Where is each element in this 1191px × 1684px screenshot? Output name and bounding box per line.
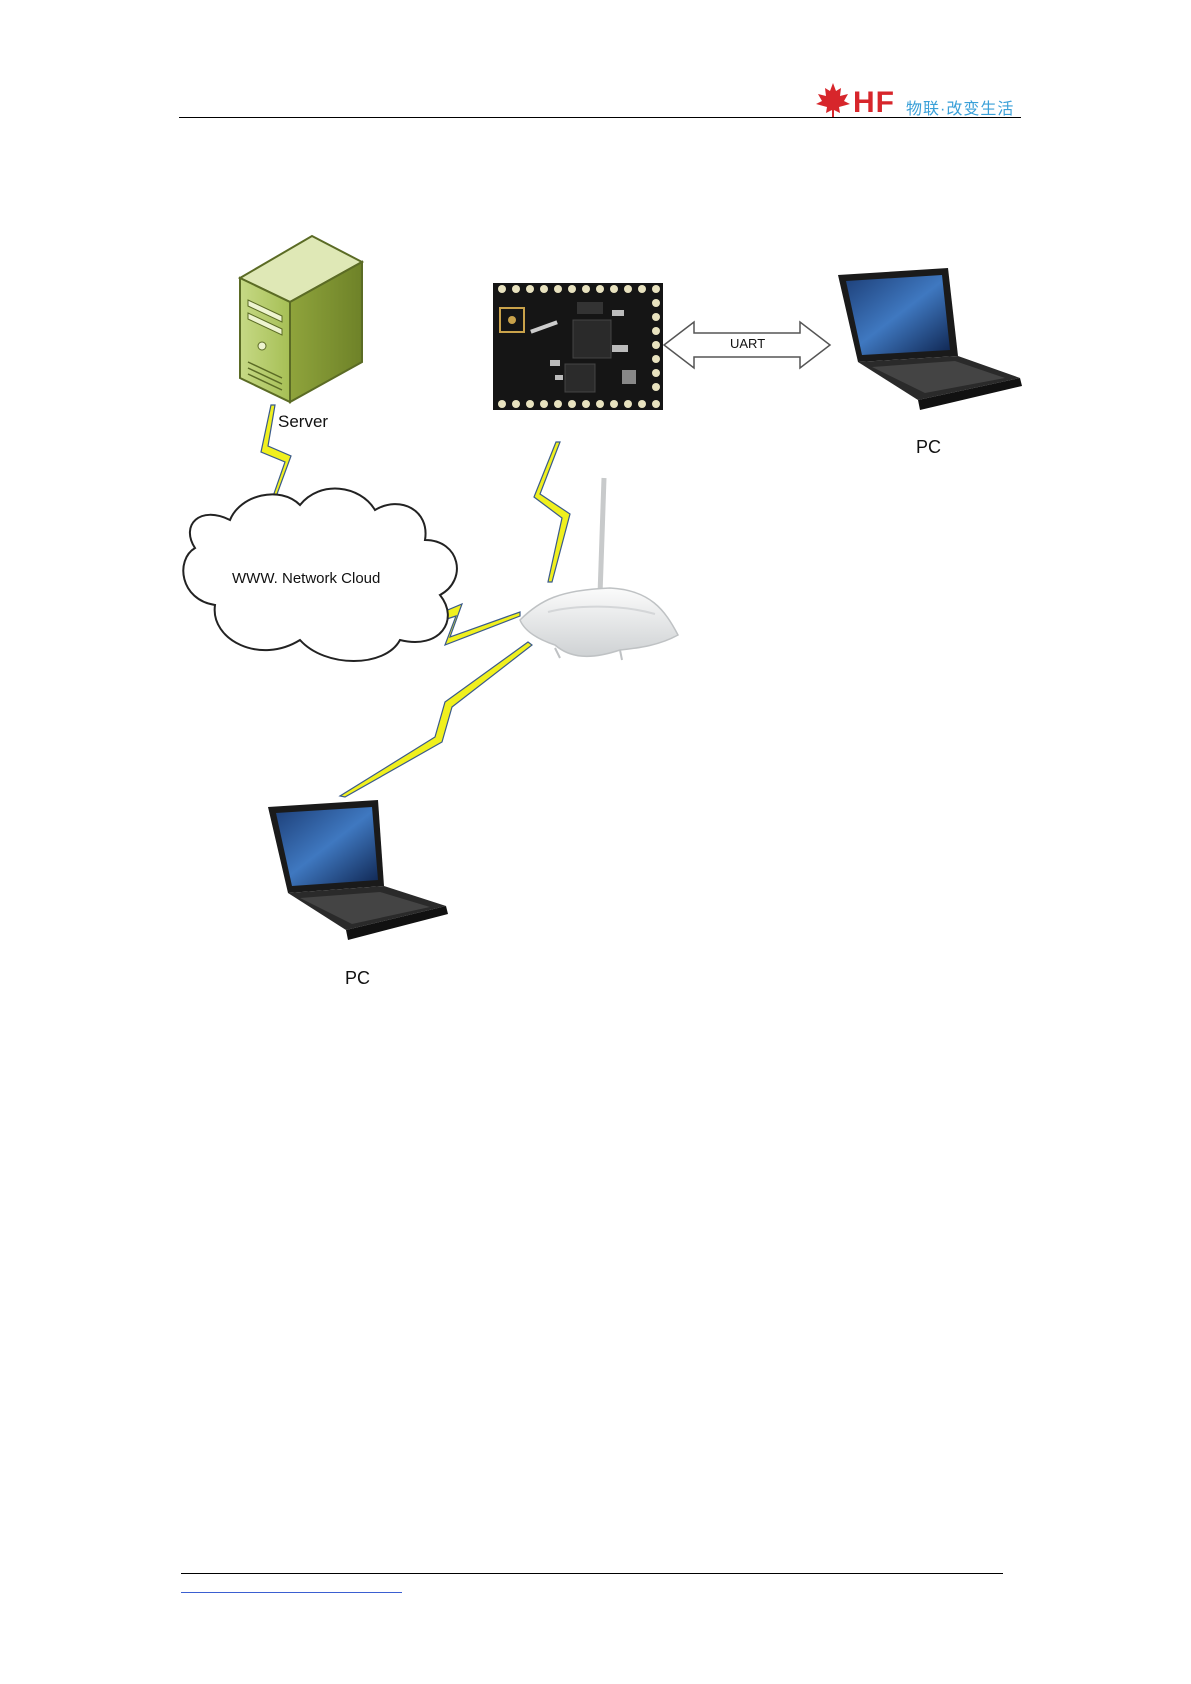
pc-bottom-label: PC [345, 968, 370, 988]
server-icon [240, 236, 362, 402]
laptop-icon-top [838, 268, 1022, 410]
footer-divider [181, 1573, 1003, 1574]
cloud-label: WWW. Network Cloud [232, 570, 380, 587]
uart-label: UART [730, 336, 765, 351]
laptop-icon-bottom [268, 800, 448, 940]
footer-link-underline[interactable] [181, 1592, 402, 1593]
pc-top-label: PC [916, 437, 941, 457]
router-icon [520, 478, 678, 660]
wifi-module-icon [493, 283, 663, 410]
server-label: Server [278, 412, 328, 431]
